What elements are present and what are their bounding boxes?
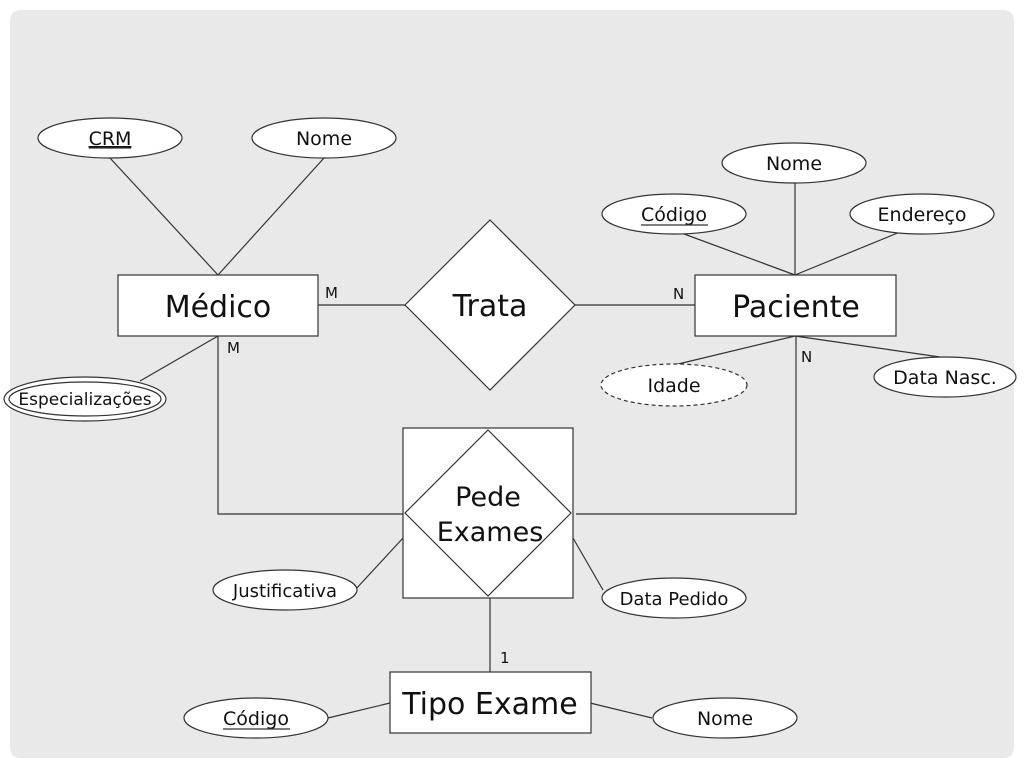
attr-pede-data-pedido-label: Data Pedido <box>620 589 729 610</box>
relationship-trata-label: Trata <box>452 289 528 324</box>
cardinality-pede-medico: M <box>227 339 240 357</box>
attr-paciente-idade-label: Idade <box>647 375 700 397</box>
entity-medico: Médico <box>117 274 319 337</box>
attr-medico-especializacoes: Especializações <box>3 376 167 422</box>
cardinality-pede-paciente: N <box>801 348 812 366</box>
line-medico-especializacoes <box>139 335 219 382</box>
attr-paciente-endereco-label: Endereço <box>878 204 967 226</box>
attr-tipo-nome-label: Nome <box>697 708 753 730</box>
attr-tipo-codigo: Código <box>183 697 329 739</box>
attr-paciente-idade: Idade <box>600 363 748 407</box>
entity-tipo-exame-label: Tipo Exame <box>401 687 577 722</box>
line-medico-nome <box>217 157 325 276</box>
attr-medico-nome-label: Nome <box>296 128 352 150</box>
entity-tipo-exame: Tipo Exame <box>389 671 592 734</box>
cardinality-pede-tipo: 1 <box>500 649 510 667</box>
line-paciente-datanasc <box>794 335 941 358</box>
relationship-pede-label-line2: Exames <box>437 517 544 548</box>
line-paciente-codigo <box>675 230 796 276</box>
line-paciente-pede <box>576 336 797 515</box>
line-medico-pede <box>217 336 403 515</box>
attr-medico-especializacoes-label: Especializações <box>18 390 151 410</box>
line-paciente-idade <box>673 335 796 366</box>
line-tipo-codigo <box>327 702 391 719</box>
attr-medico-nome: Nome <box>251 117 397 159</box>
attr-tipo-codigo-label: Código <box>223 708 289 730</box>
relationship-trata: Trata <box>404 219 576 391</box>
relationship-pede-exames: Pede Exames <box>402 427 574 599</box>
attr-paciente-data-nasc-label: Data Nasc. <box>893 367 997 389</box>
entity-paciente-label: Paciente <box>732 290 860 325</box>
attr-paciente-codigo-label: Código <box>641 204 707 226</box>
entity-paciente: Paciente <box>694 274 897 337</box>
line-paciente-endereco <box>794 231 901 276</box>
attr-paciente-endereco: Endereço <box>849 193 995 235</box>
attr-paciente-nome-label: Nome <box>766 153 822 175</box>
entity-medico-label: Médico <box>165 290 272 325</box>
attr-pede-justificativa-label: Justificativa <box>232 581 337 602</box>
attr-paciente-data-nasc: Data Nasc. <box>873 356 1017 398</box>
line-pede-justificativa <box>354 537 404 591</box>
attr-medico-crm: CRM <box>37 117 183 159</box>
connector-lines <box>109 157 941 719</box>
attr-tipo-nome: Nome <box>652 697 798 739</box>
attr-pede-data-pedido: Data Pedido <box>601 577 747 619</box>
cardinality-trata-medico: M <box>325 284 338 302</box>
attr-paciente-codigo: Código <box>601 193 747 235</box>
relationship-pede-label-line1: Pede <box>455 482 521 513</box>
attr-pede-justificativa: Justificativa <box>212 569 358 611</box>
line-pede-datapedido <box>572 537 604 591</box>
attr-paciente-nome: Nome <box>721 142 867 184</box>
cardinality-trata-paciente: N <box>673 285 684 303</box>
line-medico-crm <box>109 157 219 276</box>
line-tipo-nome <box>589 702 653 719</box>
attr-medico-crm-label: CRM <box>89 128 132 150</box>
